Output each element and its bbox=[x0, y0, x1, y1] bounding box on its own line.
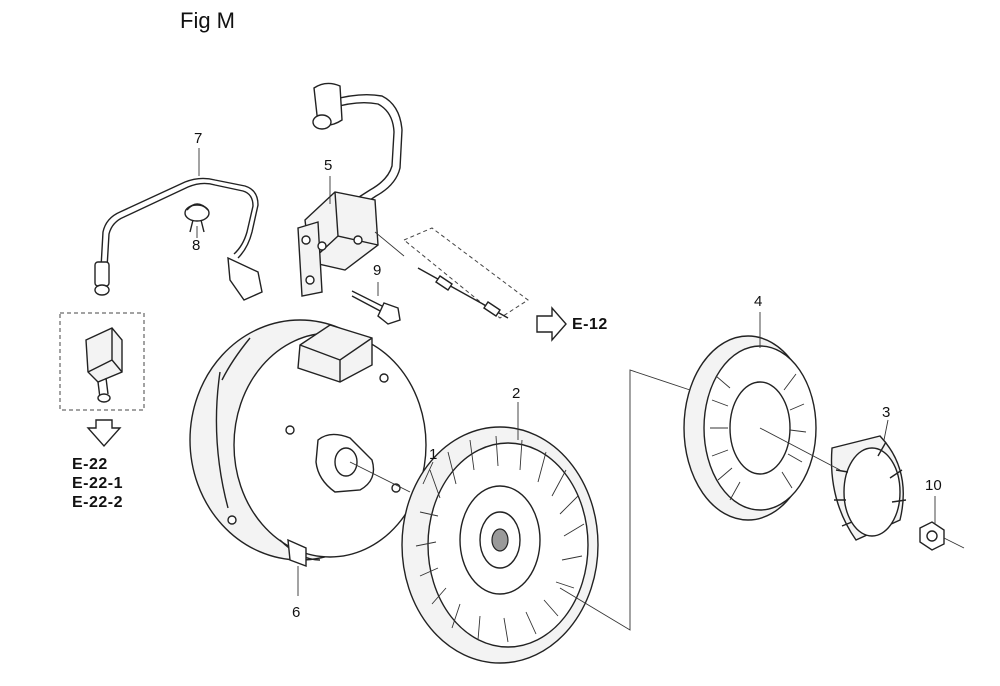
connector-group bbox=[59, 312, 145, 411]
callout-9: 9 bbox=[373, 262, 382, 279]
part-4-starter-pulley bbox=[683, 335, 817, 521]
callout-8: 8 bbox=[192, 237, 201, 254]
callout-1: 1 bbox=[429, 446, 438, 463]
callout-4: 4 bbox=[754, 293, 763, 310]
ref-e22-1: E-22-1 bbox=[72, 475, 124, 492]
ref-e22: E-22 bbox=[72, 456, 108, 473]
part-8-clip bbox=[184, 203, 210, 233]
part-7-wire-lead bbox=[94, 177, 263, 301]
arrow-to-e12-icon bbox=[536, 306, 567, 342]
part-2-flywheel bbox=[401, 426, 599, 664]
part-3-starter-cup bbox=[830, 435, 907, 541]
e12-bolt-group bbox=[374, 227, 529, 319]
part-10-nut bbox=[919, 521, 965, 551]
callout-6: 6 bbox=[292, 604, 301, 621]
callout-7: 7 bbox=[194, 130, 203, 147]
leader-lines bbox=[196, 148, 936, 631]
ref-e12: E-12 bbox=[572, 316, 608, 333]
arrow-to-e22-icon bbox=[86, 419, 122, 448]
part-9-bolt bbox=[351, 290, 401, 325]
part-6-stator-housing bbox=[189, 319, 427, 568]
callout-2: 2 bbox=[512, 385, 521, 402]
callout-3: 3 bbox=[882, 404, 891, 421]
ref-e22-2: E-22-2 bbox=[72, 494, 124, 511]
figure-title: Fig M bbox=[180, 8, 235, 33]
callout-5: 5 bbox=[324, 157, 333, 174]
callout-10: 10 bbox=[925, 477, 942, 494]
part-5-ignition-coil bbox=[297, 82, 403, 297]
